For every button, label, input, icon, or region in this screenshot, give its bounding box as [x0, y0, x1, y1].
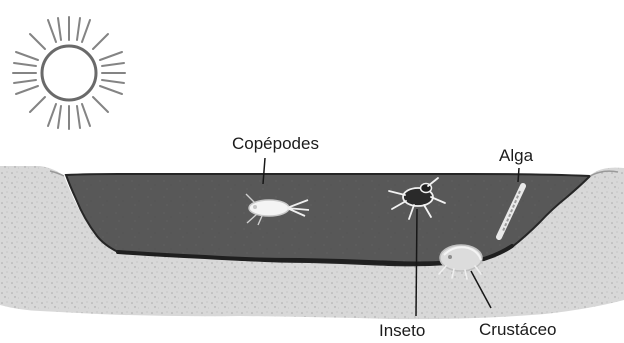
inseto-leader — [416, 209, 417, 316]
copepodes-label: Copépodes — [232, 135, 319, 152]
sun-icon — [13, 17, 125, 129]
inseto-label: Inseto — [379, 322, 425, 339]
pond-icon — [0, 166, 624, 319]
crustaceo-label: Crustáceo — [479, 321, 556, 338]
alga-leader — [518, 168, 519, 182]
alga-label: Alga — [499, 147, 533, 164]
